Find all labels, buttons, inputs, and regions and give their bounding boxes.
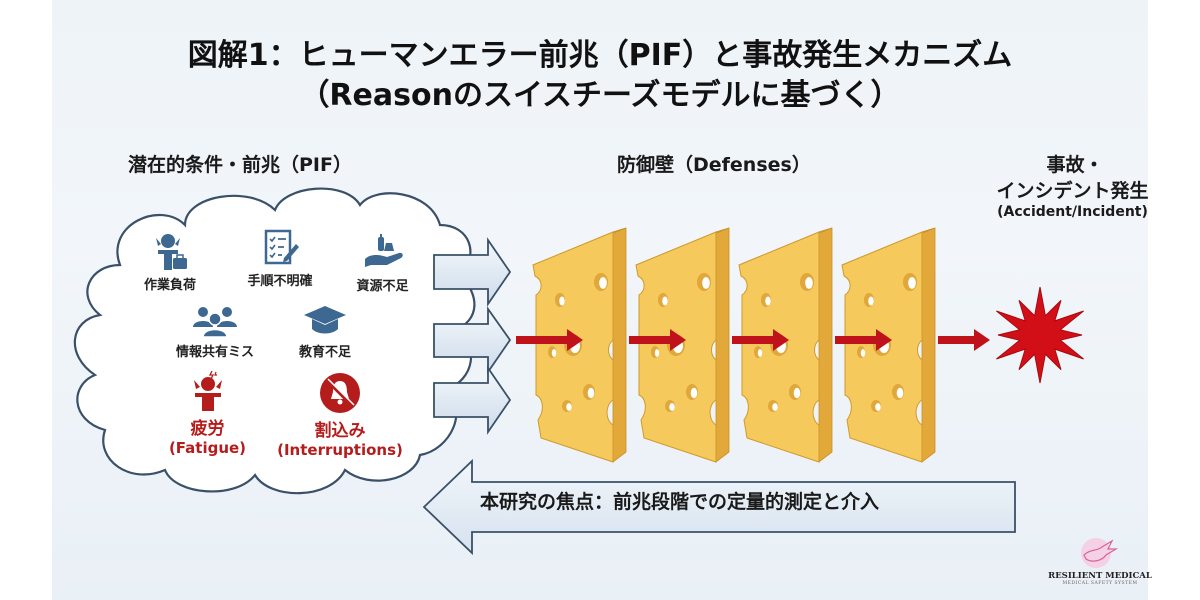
pif-factor-label: 手順不明確 xyxy=(247,274,313,289)
hazard-arrow-to-accident xyxy=(938,329,990,351)
pif-factor-label: 情報共有ミス xyxy=(175,345,254,360)
diagram-title: 図解1：ヒューマンエラー前兆（PIF）と事故発生メカニズム xyxy=(187,38,1013,73)
input-arrow-bottom xyxy=(433,365,512,435)
pif-factor-info-sharing-error: 情報共有ミス xyxy=(170,305,260,360)
accident-heading-line2: インシデント発生 xyxy=(996,180,1149,202)
hazard-arrow xyxy=(835,329,892,351)
hazard-arrow xyxy=(516,329,583,351)
fatigued-person-icon xyxy=(193,370,222,411)
group-people-icon xyxy=(193,307,237,338)
research-focus-text: 本研究の焦点：前兆段階での定量的測定と介入 xyxy=(480,491,880,513)
cheese-slice xyxy=(738,227,833,463)
checklist-pencil-icon xyxy=(264,229,299,265)
pif-factor-label: 疲労 xyxy=(190,419,225,439)
pif-factor-label-en: (Interruptions) xyxy=(277,441,403,459)
accident-heading-line1: 事故・ xyxy=(1046,154,1104,176)
defenses-heading: 防御壁（Defenses） xyxy=(617,154,811,176)
logo-name: RESILIENT MEDICAL xyxy=(1048,571,1152,581)
cheese-slice xyxy=(841,227,936,463)
graduation-cap-icon xyxy=(304,306,346,334)
pif-factor-label: 割込み xyxy=(314,421,366,441)
logo-tagline: MEDICAL SAFETY SYSTEM xyxy=(1062,581,1138,586)
dove-logo-icon xyxy=(1081,538,1119,568)
pif-factor-label-en: (Fatigue) xyxy=(168,439,247,457)
hazard-arrow xyxy=(732,329,789,351)
hazard-arrow xyxy=(629,329,686,351)
pif-factor-resource-shortage: 資源不足 xyxy=(345,233,420,294)
pif-factor-label: 作業負荷 xyxy=(143,278,196,293)
pif-factor-workload: 作業負荷 xyxy=(135,232,205,293)
pif-factor-interruptions: 割込み (Interruptions) xyxy=(265,372,415,459)
muted-bell-icon xyxy=(320,373,360,413)
workload-person-briefcase-icon xyxy=(156,234,187,270)
pif-factor-fatigue: 疲労 (Fatigue) xyxy=(160,368,255,457)
pif-factor-unclear-procedure: 手順不明確 xyxy=(235,228,325,289)
cheese-slice xyxy=(635,227,730,463)
pif-factor-label: 教育不足 xyxy=(298,345,351,360)
brand-logo: RESILIENT MEDICAL MEDICAL SAFETY SYSTEM xyxy=(1045,535,1155,586)
hand-resources-icon xyxy=(364,234,403,267)
pif-factor-label: 資源不足 xyxy=(356,279,409,294)
accident-heading-en: (Accident/Incident) xyxy=(997,204,1148,220)
cheese-slice xyxy=(532,227,627,463)
input-arrow-top xyxy=(433,237,512,307)
pif-heading: 潜在的条件・前兆（PIF） xyxy=(128,154,352,176)
pif-factor-education-shortage: 教育不足 xyxy=(285,303,365,360)
diagram-subtitle: （Reasonのスイスチーズモデルに基づく） xyxy=(299,78,901,113)
input-arrow-middle xyxy=(433,306,512,375)
